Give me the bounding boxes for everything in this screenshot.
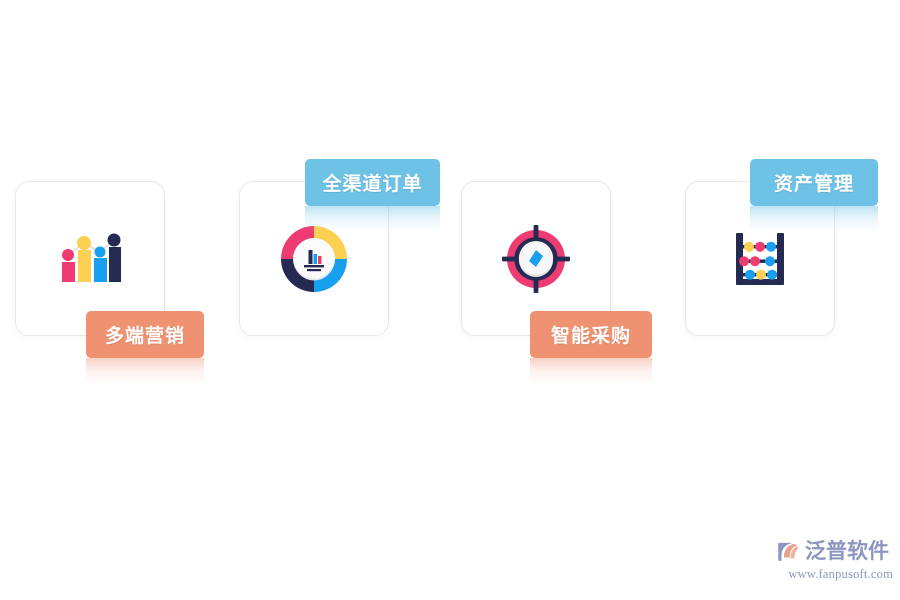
- feature-card-multi-channel-marketing[interactable]: [15, 181, 165, 336]
- donut-chart-icon: [281, 225, 347, 292]
- fanpu-logo-mark: [778, 542, 799, 561]
- logo-website-url: www.fanpusoft.com: [788, 567, 893, 581]
- feature-card-asset-management[interactable]: [685, 181, 835, 336]
- watermark-logo: 泛普软件 www.fanpusoft.com: [775, 538, 893, 588]
- badge-smart-procurement[interactable]: 智能采购: [530, 311, 652, 358]
- abacus-icon: [736, 232, 784, 285]
- feature-card-smart-procurement[interactable]: [461, 181, 611, 336]
- badge-omnichannel-order[interactable]: 全渠道订单: [305, 159, 440, 206]
- badge-asset-management[interactable]: 资产管理: [750, 159, 878, 206]
- badge-reflection-smart-procurement: [530, 358, 652, 384]
- badge-reflection-multi-channel-marketing: [86, 358, 204, 384]
- feature-card-omnichannel-order[interactable]: [239, 181, 389, 336]
- bar-chart-icon: [62, 233, 121, 282]
- logo-row: 泛普软件: [775, 538, 893, 564]
- target-crosshair-icon: [502, 224, 570, 293]
- badge-multi-channel-marketing[interactable]: 多端营销: [86, 311, 204, 358]
- logo-company-name: 泛普软件: [805, 539, 889, 563]
